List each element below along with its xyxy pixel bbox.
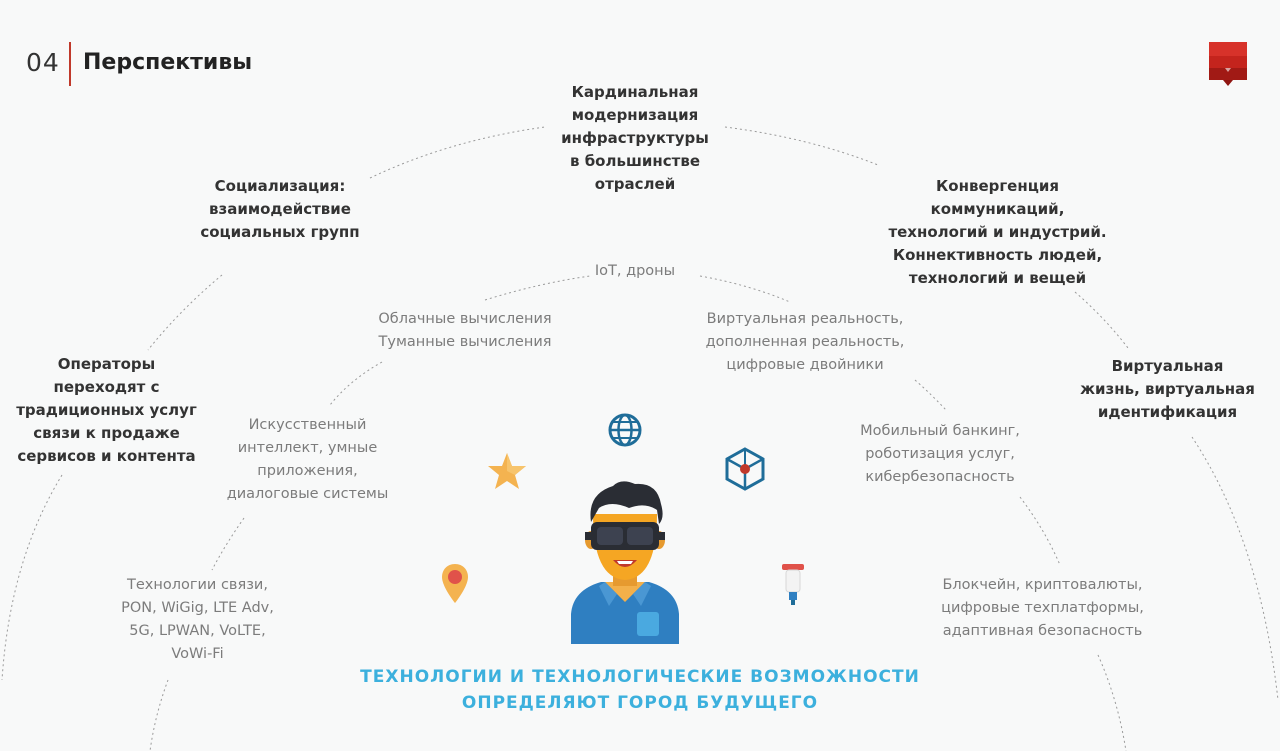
inner-vr-text: Виртуальная реальность, дополненная реал… [705, 311, 905, 373]
footer-line-2: ОПРЕДЕЛЯЮТ ГОРОД БУДУЩЕГО [461, 693, 819, 713]
inner-blockchain-text: Блокчейн, криптовалюты, цифровые техплат… [941, 577, 1144, 639]
vr-person-icon [571, 481, 679, 644]
outer-top-text: Кардинальная модернизация инфраструктуры… [561, 83, 709, 193]
inner-top-text: IoT, дроны [594, 263, 676, 279]
outer-arc-left [1, 474, 63, 681]
outer-arc-right [1191, 436, 1279, 701]
inner-arc-top-right [699, 275, 791, 303]
outer-left-text: Операторы переходят с традиционных услуг… [16, 355, 197, 465]
globe-icon [608, 413, 642, 447]
outer-right-text: Виртуальная жизнь, виртуальная идентифик… [1080, 357, 1255, 421]
inner-arc-left [329, 361, 383, 406]
inner-arc-top-left [484, 275, 591, 301]
location-pin-icon [442, 564, 468, 603]
outer-arc-bottom-right [1097, 654, 1127, 751]
outer-arc-bottom-left [149, 679, 169, 751]
inner-arc-lower-left [211, 517, 245, 571]
page-title: Перспективы [83, 50, 253, 75]
inner-banking-text: Мобильный банкинг, роботизация услуг, ки… [860, 423, 1020, 485]
star-icon [488, 453, 526, 489]
footer-line-1: ТЕХНОЛОГИИ И ТЕХНОЛОГИЧЕСКИЕ ВОЗМОЖНОСТИ [360, 667, 920, 687]
footer-slogan: ТЕХНОЛОГИИ И ТЕХНОЛОГИЧЕСКИЕ ВОЗМОЖНОСТИ… [340, 664, 940, 716]
inner-cloud-text: Облачные вычисления Туманные вычисления [378, 311, 552, 350]
inner-ai-text: Искусственный интеллект, умные приложени… [226, 417, 389, 502]
inner-arc-lower-right [1019, 496, 1061, 566]
section-number: 04 [26, 48, 60, 77]
inner-comm-text: Технологии связи, PON, WiGig, LTE Adv, 5… [121, 577, 274, 662]
outer-arc-upper-right [1074, 291, 1129, 349]
logo-icon [1209, 42, 1247, 86]
outer-arc-top-right [724, 126, 879, 166]
blockchain-cube-icon [725, 447, 765, 491]
outer-upper-right-text: Конвергенция коммуникаций, технологий и … [888, 177, 1107, 287]
header-divider [69, 42, 71, 86]
outer-upper-left-text: Социализация: взаимодействие социальных … [200, 177, 360, 241]
outer-arc-upper-left [147, 274, 223, 351]
outer-arc-top-left [369, 126, 546, 179]
inner-arc-right [914, 379, 947, 411]
cable-plug-icon [782, 564, 804, 605]
